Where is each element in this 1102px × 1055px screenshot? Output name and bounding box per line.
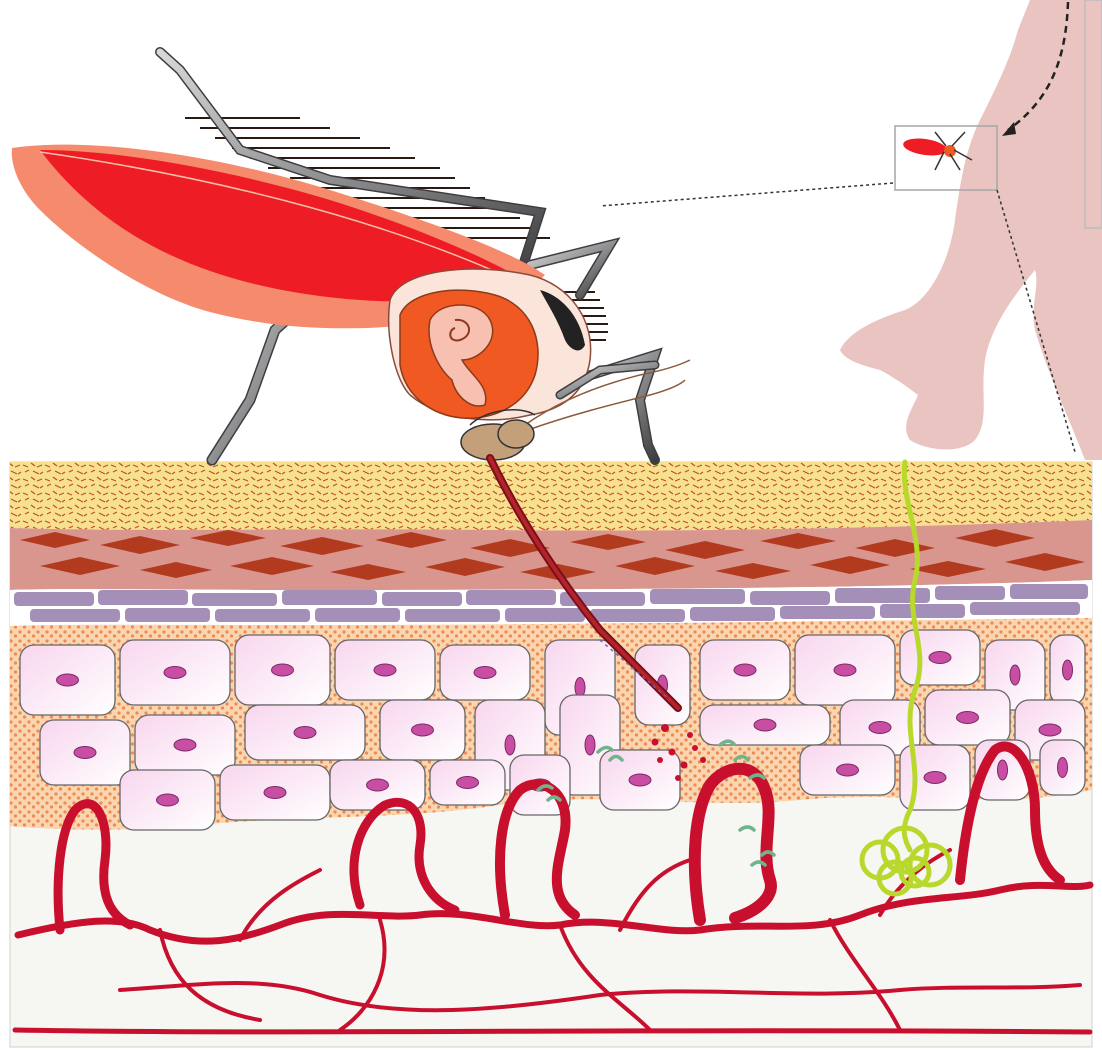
small-mosquito-icon [902,132,972,170]
cell-nucleus [57,674,79,686]
cell-nucleus [1010,665,1020,685]
cell-nucleus [367,779,389,791]
cell-nucleus [1063,660,1073,680]
cell-nucleus [474,667,496,679]
cell-nucleus [157,794,179,806]
cell-nucleus [585,735,595,755]
cell-nucleus [924,772,946,784]
cell-nucleus [505,735,515,755]
stratum-corneum-layer [10,462,1092,531]
cell-nucleus [74,747,96,759]
arm-icon [840,0,1102,460]
cell-nucleus [629,774,651,786]
cell-nucleus [1039,724,1061,736]
zoom-line-left [600,183,893,206]
cell-nucleus [834,664,856,676]
cell-nucleus [294,727,316,739]
cell-nucleus [734,664,756,676]
cell-nucleus [929,652,951,664]
skin-cross-section [10,462,1092,1047]
cell-nucleus [754,719,776,731]
cell-nucleus [164,667,186,679]
cell-nucleus [264,787,286,799]
cell-nucleus [457,777,479,789]
cell-nucleus [374,664,396,676]
epidermal-cells [20,630,1085,830]
muscle-layer [10,520,1092,590]
cell-nucleus [1058,758,1068,778]
cell-nucleus [412,724,434,736]
cell-nucleus [272,664,294,676]
cell-nucleus [869,722,891,734]
cell-nucleus [957,712,979,724]
cell-nucleus [174,739,196,751]
cell-nucleus [837,764,859,776]
cell-nucleus [998,760,1008,780]
